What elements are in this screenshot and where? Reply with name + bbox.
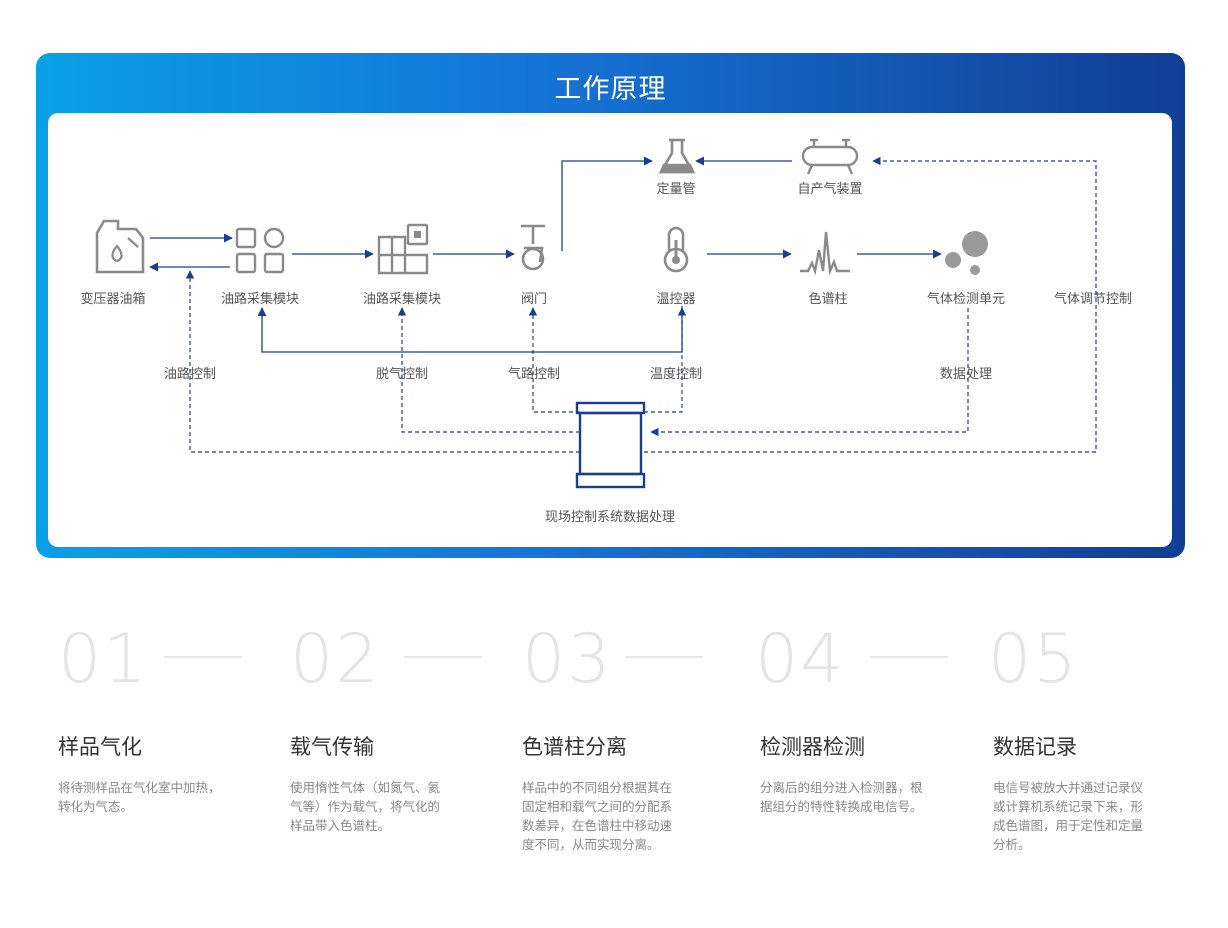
step-desc-line: 转化为气态。 [58, 799, 134, 814]
label-gas-regulation: 气体调节控制 [1054, 291, 1132, 307]
step-desc-line: 固定相和载气之间的分配系 [522, 799, 673, 814]
step-desc-line: 或计算机系统记录下来，形 [993, 799, 1144, 814]
label-data-proc: 数据处理 [940, 367, 992, 382]
step-number: 03 [522, 620, 613, 699]
step-desc-line: 据组分的特性转换成电信号。 [760, 799, 923, 814]
thermometer-icon [663, 226, 689, 273]
grid-module-icon [235, 227, 285, 274]
step-desc-line: 样品带入色谱柱。 [290, 818, 391, 833]
valve-icon [521, 224, 545, 271]
label-oil-ctrl: 油路控制 [164, 366, 216, 382]
step-divider [870, 656, 948, 658]
step-desc-line: 数差异，在色谱柱中移动速 [522, 818, 673, 833]
label-degas-ctrl: 脱气控制 [376, 366, 428, 382]
step-desc-line: 使用惰性气体（如氮气、氦 [290, 780, 441, 795]
step-desc-line: 样品中的不同组分根据其在 [522, 780, 673, 795]
gas-tank-icon [801, 138, 859, 175]
label-temp-ctrl-node: 温控器 [656, 292, 695, 307]
step-number: 05 [988, 620, 1079, 699]
label-valve: 阀门 [521, 292, 547, 307]
step-description: 样品中的不同组分根据其在 固定相和载气之间的分配系 数差异，在色谱柱中移动速 度… [522, 778, 672, 854]
step-title: 载气传输 [290, 735, 374, 759]
step-desc-line: 成色谱图，用于定性和定量 [993, 818, 1144, 833]
step-title: 检测器检测 [760, 735, 865, 759]
step-number: 02 [290, 620, 381, 699]
step-description: 电信号被放大并通过记录仪 或计算机系统记录下来，形 成色谱图，用于定性和定量 分… [993, 778, 1143, 854]
label-oil-module-2: 油路采集模块 [363, 291, 441, 307]
step-divider [625, 656, 703, 658]
label-gas-path-ctrl: 气路控制 [508, 366, 560, 382]
label-quant-tube: 定量管 [656, 182, 695, 197]
block-module-icon [377, 223, 429, 275]
step-desc-line: 将待测样品在气化室中加热， [58, 780, 221, 795]
step-divider [404, 656, 482, 658]
step-description: 使用惰性气体（如氮气、氦 气等）作为载气，将气化的 样品带入色谱柱。 [290, 778, 440, 835]
step-desc-line: 气等）作为载气，将气化的 [290, 799, 441, 814]
step-number: 04 [755, 620, 846, 699]
detector-bubbles-icon [945, 231, 988, 275]
label-system: 现场控制系统数据处理 [545, 510, 675, 525]
label-detector: 气体检测单元 [927, 291, 1005, 307]
step-description: 分离后的组分进入检测器，根 据组分的特性转换成电信号。 [760, 778, 923, 816]
oil-can-icon [95, 219, 145, 274]
label-tank: 变压器油箱 [80, 291, 145, 307]
step-divider [164, 656, 242, 658]
step-desc-line: 度不同，从而实现分离。 [522, 837, 660, 852]
step-title: 数据记录 [993, 735, 1077, 759]
step-desc-line: 电信号被放大并通过记录仪 [993, 780, 1144, 795]
label-gas-device: 自产气装置 [797, 181, 862, 197]
label-temp-ctrl: 温度控制 [650, 366, 702, 382]
flask-icon [658, 138, 696, 174]
control-lines [185, 156, 1097, 453]
step-title: 样品气化 [58, 735, 142, 759]
chromatogram-icon [800, 231, 850, 276]
step-number: 01 [58, 620, 149, 699]
server-icon [575, 401, 646, 489]
label-column: 色谱柱 [808, 291, 847, 307]
step-title: 色谱柱分离 [522, 735, 627, 759]
step-description: 将待测样品在气化室中加热， 转化为气态。 [58, 778, 221, 816]
label-oil-module-1: 油路采集模块 [221, 291, 299, 307]
flow-diagram: 变压器油箱 油路采集模块 油路采集模块 阀门 定量管 自产气装置 温控器 色谱柱… [80, 138, 1132, 525]
step-desc-line: 分离后的组分进入检测器，根 [760, 780, 923, 795]
step-desc-line: 分析。 [993, 837, 1031, 852]
panel-title: 工作原理 [554, 74, 667, 105]
